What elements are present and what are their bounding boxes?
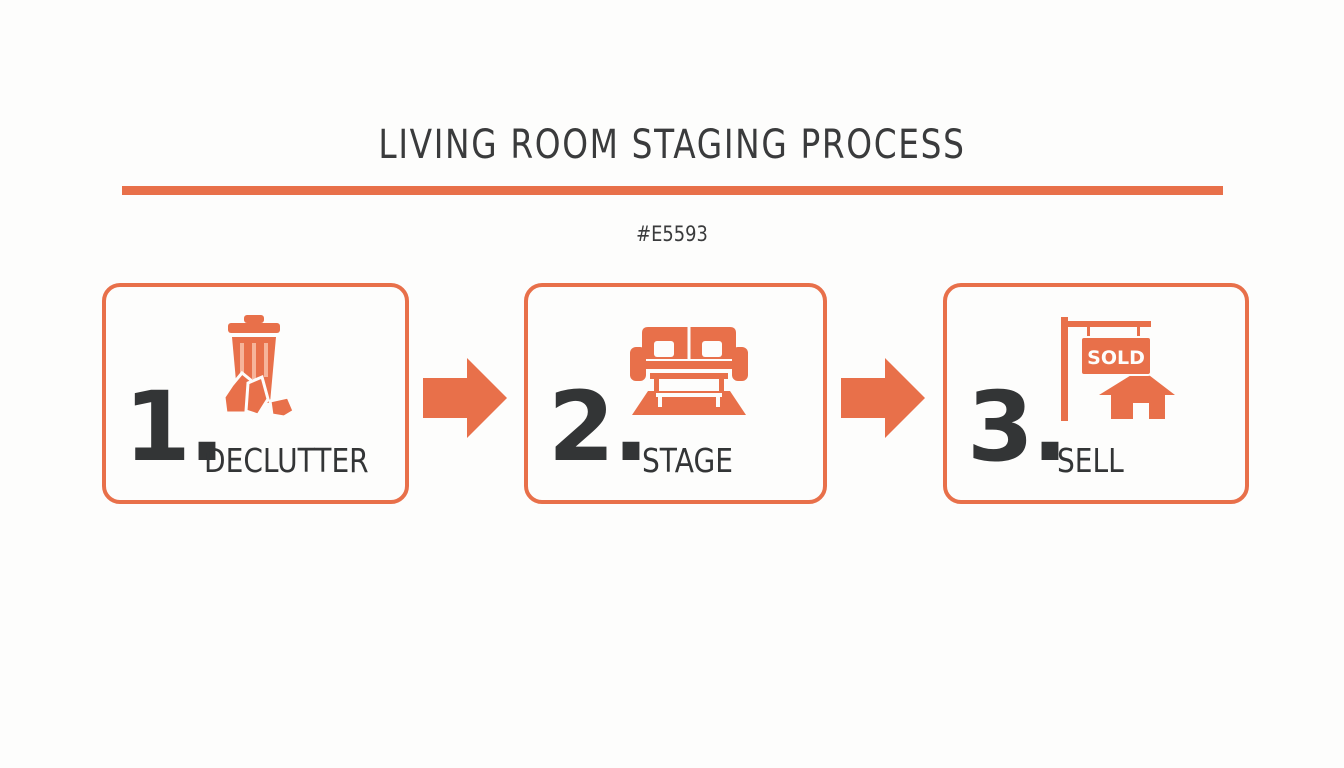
step-card-declutter: 1. DECLUTTER xyxy=(102,283,409,504)
step-number: 2. xyxy=(548,371,649,483)
title-underline xyxy=(122,186,1223,195)
step-label: SELL xyxy=(1057,441,1124,480)
trash-can-icon xyxy=(222,315,296,419)
step-card-sell: SOLD 3. SELL xyxy=(943,283,1249,504)
sold-sign-text: SOLD xyxy=(1087,347,1145,369)
step-label: STAGE xyxy=(642,441,733,480)
right-arrow-icon xyxy=(841,358,925,438)
step-card-stage: 2. STAGE xyxy=(524,283,827,504)
right-arrow-icon xyxy=(423,358,507,438)
sofa-icon xyxy=(630,327,748,415)
step-label: DECLUTTER xyxy=(204,441,369,480)
step-number: 3. xyxy=(967,371,1068,483)
step-number: 1. xyxy=(124,371,225,483)
sold-sign-house-icon: SOLD xyxy=(1061,317,1175,421)
color-code-label: #E5593 xyxy=(636,222,708,246)
page-title: LIVING ROOM STAGING PROCESS xyxy=(378,122,966,168)
